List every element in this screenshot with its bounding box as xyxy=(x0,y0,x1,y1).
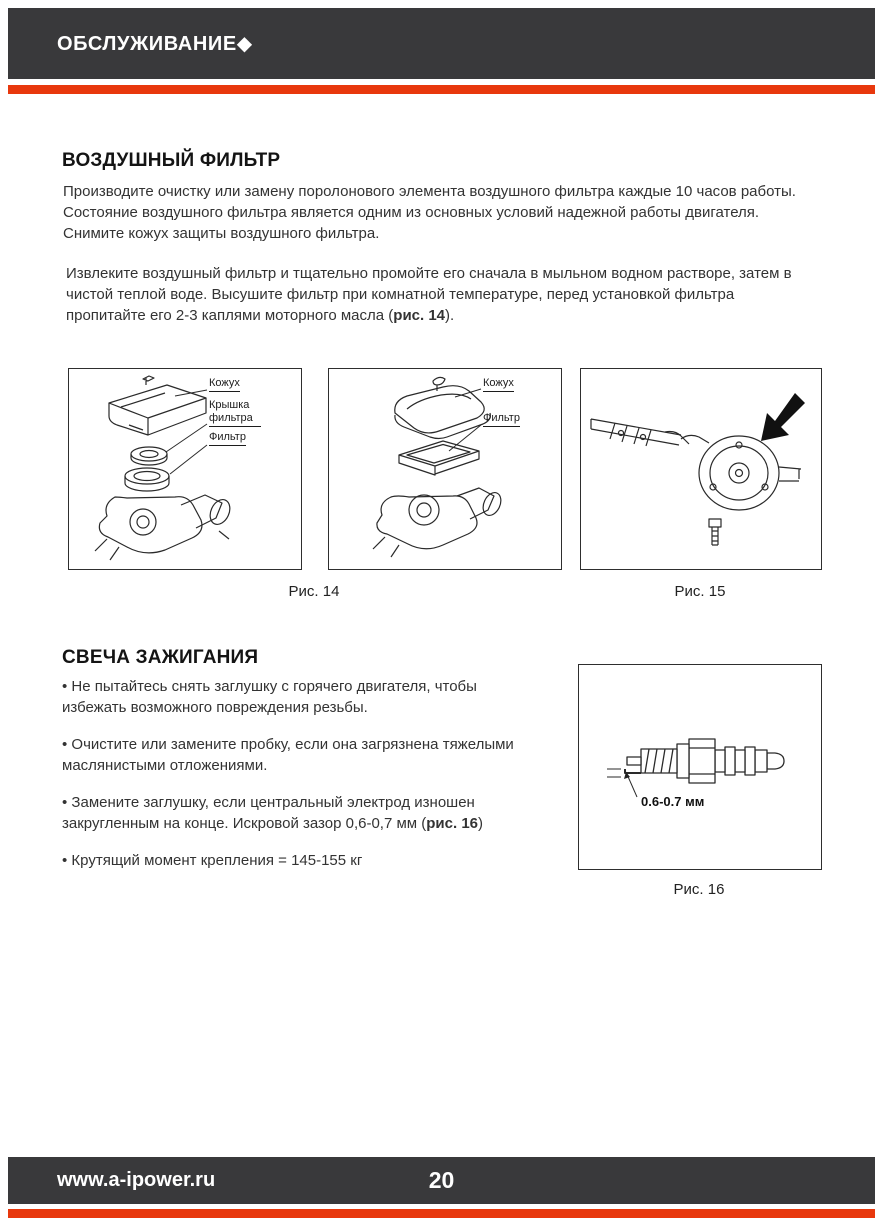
red-accent-stripe-bottom xyxy=(8,1209,875,1218)
gap-dimension xyxy=(607,768,638,798)
filter-shape xyxy=(398,440,480,476)
spark-plug-shape xyxy=(624,738,785,784)
label-filter: Фильтр xyxy=(483,412,520,427)
paragraph-2-text: Извлеките воздушный фильтр и тщательно п… xyxy=(66,265,792,324)
cover-shape xyxy=(108,375,207,436)
footer-page-number: 20 xyxy=(428,1167,455,1193)
bullet-item: Не пытайтесь снять заглушку с горячего д… xyxy=(62,676,520,718)
bolt-shape xyxy=(708,518,722,546)
label-filter: Фильтр xyxy=(209,431,246,446)
air-filter-exploded-oval-illustration xyxy=(94,375,231,561)
figure-14-caption: Рис. 14 xyxy=(288,583,340,600)
air-filter-paragraph-1: Производите очистку или замену поролонов… xyxy=(63,183,796,242)
page-footer-bar: www.a-ipower.ru 20 xyxy=(8,1157,875,1204)
spark-plug-heading: СВЕЧА ЗАЖИГАНИЯ xyxy=(62,647,259,668)
figure-16-caption: Рис. 16 xyxy=(673,881,725,898)
spark-plug-bullet-list: Не пытайтесь снять заглушку с горячего д… xyxy=(62,676,520,887)
shaft-tube-shape xyxy=(590,418,690,447)
air-filter-paragraph-2: Извлеките воздушный фильтр и тщательно п… xyxy=(66,263,808,326)
page-header-title: ОБСЛУЖИВАНИЕ◆ xyxy=(57,33,253,55)
leader-lines xyxy=(165,389,208,475)
leader-lines xyxy=(448,388,482,452)
gearbox-illustration xyxy=(590,393,805,546)
page-header-bar: ОБСЛУЖИВАНИЕ◆ xyxy=(8,8,875,79)
bullet-item: Очистите или замените пробку, если она з… xyxy=(62,734,520,776)
paragraph-2-text-end: ). xyxy=(445,307,455,324)
bullet-item: Крутящий момент крепления = 145-155 кг xyxy=(62,850,520,871)
label-filter-cap: Крышка фильтра xyxy=(209,399,261,427)
bullet-item: Замените заглушку, если центральный элек… xyxy=(62,792,520,834)
filter-shape xyxy=(124,467,170,492)
filter-cap-shape xyxy=(130,446,168,466)
figure-14a-box: Кожух Крышка фильтра Фильтр xyxy=(68,368,302,570)
bullet-text: Очистите или замените пробку, если она з… xyxy=(62,736,514,774)
bullet-text: Не пытайтесь снять заглушку с горячего д… xyxy=(62,678,477,716)
engine-shape xyxy=(372,487,502,558)
figure-16-box: 0.6-0.7 мм xyxy=(578,664,822,870)
figure-14b-box: Кожух Фильтр xyxy=(328,368,562,570)
label-cover: Кожух xyxy=(209,377,240,392)
clutch-drum-shape xyxy=(680,434,802,511)
cover-shape xyxy=(394,376,491,440)
footer-website-url: www.a-ipower.ru xyxy=(57,1169,216,1191)
figure-15-caption: Рис. 15 xyxy=(674,583,726,600)
spark-plug-illustration: 0.6-0.7 мм xyxy=(607,738,785,809)
gap-label: 0.6-0.7 мм xyxy=(641,794,704,809)
bullet-text: Крутящий момент крепления = 145-155 кг xyxy=(71,852,363,869)
red-accent-stripe-top xyxy=(8,85,875,94)
engine-shape xyxy=(94,494,231,561)
arrow-icon xyxy=(761,393,805,441)
air-filter-exploded-square-illustration xyxy=(372,376,502,558)
label-cover: Кожух xyxy=(483,377,514,392)
figure-15-box xyxy=(580,368,822,570)
bullet-text: Замените заглушку, если центральный элек… xyxy=(62,794,475,832)
air-filter-heading: ВОЗДУШНЫЙ ФИЛЬТР xyxy=(62,150,281,171)
figure-14-reference: рис. 14 xyxy=(393,307,446,324)
figure-16-reference: рис. 16 xyxy=(426,815,479,832)
bullet-text-end: ) xyxy=(478,815,484,832)
